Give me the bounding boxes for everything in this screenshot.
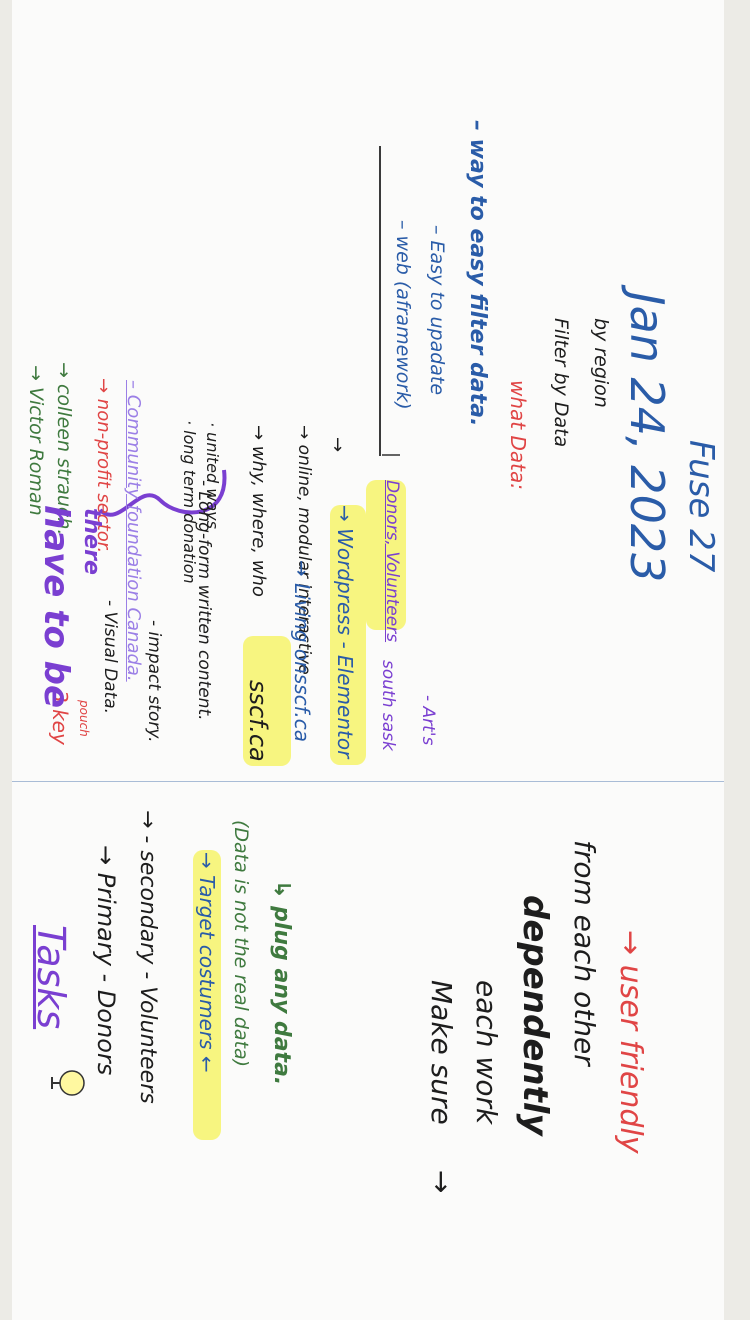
from-each-other: from each other	[568, 840, 601, 1066]
three-key-sub: pouch	[77, 700, 91, 737]
primary-donors: → Primary - Donors	[92, 845, 120, 1076]
make-sure-arrow: →	[425, 1170, 458, 1194]
user-friendly: → user friendly	[613, 930, 648, 1154]
pillar-visual: - Visual Data.	[100, 600, 120, 715]
pillar-long-form: - Long-form written content.	[194, 480, 214, 721]
section-rule	[379, 146, 381, 456]
note-arrow: →	[327, 437, 348, 453]
link-south-sask: south sask	[378, 660, 398, 751]
plug-data: ↳ plug any data.	[269, 880, 294, 1086]
req-easy-update: – Easy to upadate	[426, 225, 448, 396]
req-filter: – way to easy filter data.	[465, 120, 490, 427]
link-donors: Donors, Volunteers	[382, 480, 402, 643]
link-wordpress: → Wordpress - Elementor	[333, 505, 357, 759]
link-arts: - Art's	[418, 695, 438, 746]
secondary-volunteers: → - secondary - Volunteers	[135, 810, 160, 1104]
link-living: → Living onsscf.ca	[290, 560, 314, 742]
page-edge	[726, 0, 750, 1320]
data-note: (Data is not the real data)	[230, 820, 252, 1068]
tasks-title: Tasks	[29, 925, 73, 1030]
site-sscf: sscf.ca	[244, 680, 272, 762]
what-data-line2: by region	[590, 318, 612, 408]
person-victor: → Victor Roman	[25, 365, 47, 516]
note-page	[12, 0, 724, 1320]
highlight-target	[193, 850, 221, 1140]
what-data-line1: Filter by Data	[550, 318, 572, 448]
note-why-where-who: → why, where, who	[248, 425, 269, 597]
what-data-title: what Data:	[506, 380, 530, 490]
each-work: each work	[470, 980, 503, 1125]
dependently: dependently	[515, 895, 555, 1136]
page-break-line	[12, 781, 724, 782]
date-sub: Fuse 27	[681, 440, 721, 573]
req-web: – web (aframework)	[392, 220, 414, 410]
pillar-impact: - impact story.	[144, 620, 164, 743]
cfc-note: – Community foundation Canada.	[123, 380, 144, 682]
purple-bracket	[98, 469, 227, 517]
highlight-wordpress	[330, 505, 366, 765]
target-customers: → Target costumers ←	[195, 852, 219, 1073]
have-to-be: have to be	[36, 505, 76, 709]
there: there	[79, 508, 104, 575]
make-sure: Make sure	[425, 980, 458, 1125]
highlight-donors	[366, 480, 406, 630]
date-main: Jan 24, 2023	[620, 292, 674, 583]
lightbulb-icon	[59, 1070, 85, 1096]
highlight-sscf	[243, 636, 291, 766]
